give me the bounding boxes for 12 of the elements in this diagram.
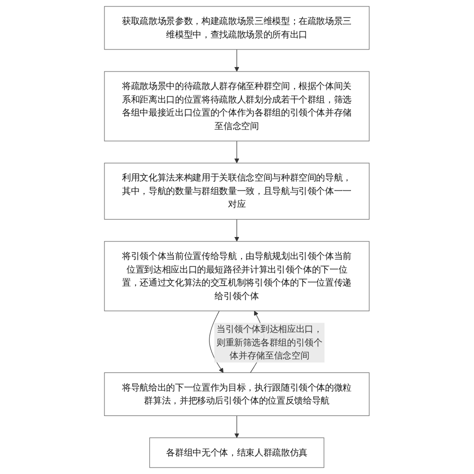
node-box: 将引领个体当前位置传给导航，由导航规划出引领个体当前位置到达相应出口的最短路径并计算出引领个体的下一位置，还通过文化算法的交互机制将引领个体的下一位置传递给引领个体 [104,241,370,312]
node-box: 将导航给出的下一位置作为目标，执行跟随引领个体的微粒群算法，并把移动后引领个体的位置反馈给导航 [104,372,370,416]
node-box: 各群组中无个体，结束人群疏散仿真 [150,438,324,468]
arrow [234,415,240,438]
node-box: 将疏散场景中的待疏散人群存储至种群空间，根据个体间关系和距离出口的位置将待疏散人群划分成若干个群组，筛选各组中最接近出口位置的个体作为各群组的引领个体并存储至信念空间 [104,71,370,142]
arrow [234,140,240,164]
node-box: 利用文化算法来构建用于关联信念空间与种群空间的导航，其中，导航的数量与群组数量一致，且导航与引领个体一一对应 [104,162,370,220]
node-box: 获取疏散场景参数，构建疏散场景三维模型；在疏散场景三维模型中，查找疏散场景的所有出口 [104,6,370,50]
arrow [234,219,240,242]
arrow [209,310,224,373]
arrow [234,49,240,72]
edge-label: 当引领个体到达相应出口，则重新筛选各群组的引领个体并存储至信念空间 [216,324,323,361]
